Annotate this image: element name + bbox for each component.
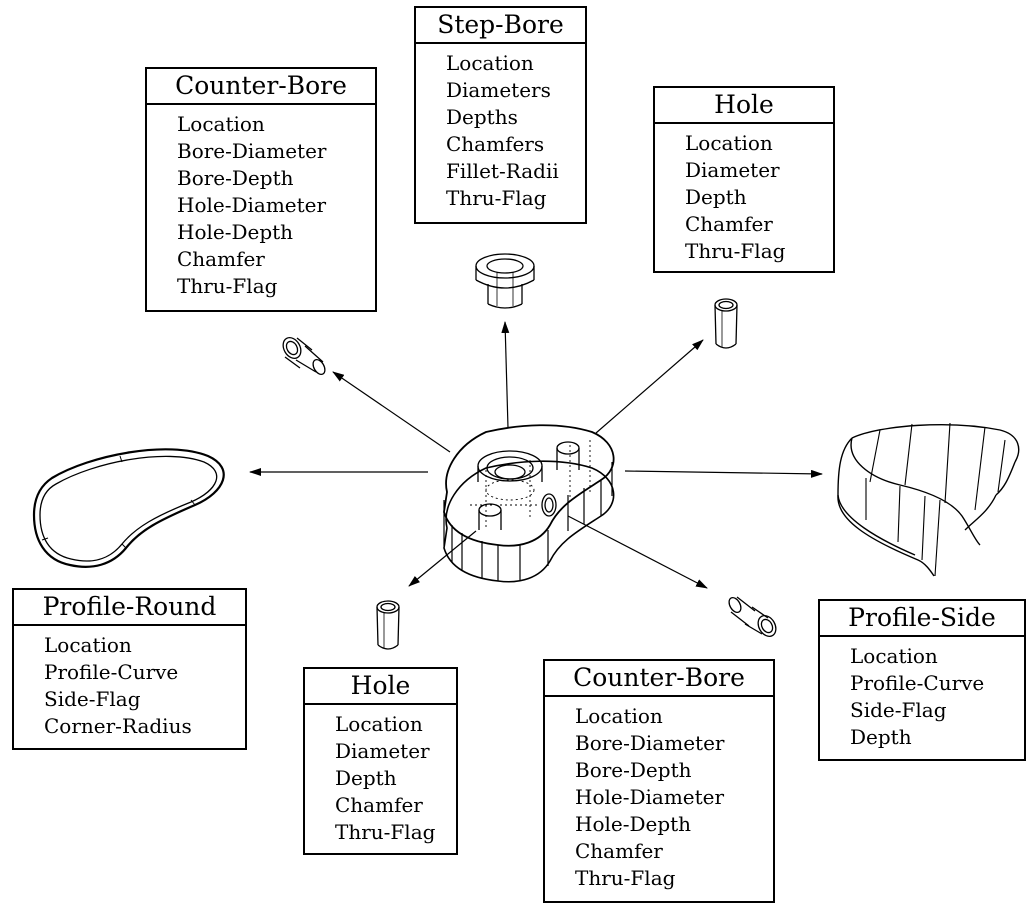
- step-bore-title: Step-Bore: [416, 8, 585, 44]
- arrow-to-step-bore: [501, 321, 510, 429]
- part-hole-top: [556, 441, 580, 470]
- attribute-item: Thru-Flag: [575, 866, 676, 890]
- counter-bore-bottom-solid: [728, 596, 777, 637]
- attribute-item: Location: [850, 644, 938, 668]
- step-bore-attributes: Location Diameters Depths Chamfers Fille…: [416, 44, 585, 216]
- step-bore-box: Step-Bore Location Diameters Depths Cham…: [414, 6, 587, 224]
- attribute-item: Hole-Diameter: [177, 193, 327, 217]
- arrow-to-hole-bottom: [408, 530, 477, 587]
- hole-top-title: Hole: [655, 88, 833, 124]
- part-hole-bottom: [478, 503, 502, 530]
- arrow-to-counter-bore-bottom: [567, 515, 708, 589]
- attribute-item: Location: [44, 633, 132, 657]
- attribute-item: Diameter: [685, 158, 780, 182]
- attribute-item: Hole-Depth: [575, 812, 692, 836]
- attribute-item: Depth: [685, 185, 747, 209]
- profile-side-attributes: Location Profile-Curve Side-Flag Depth: [820, 637, 1024, 755]
- attribute-item: Side-Flag: [44, 687, 141, 711]
- attribute-item: Depth: [335, 766, 397, 790]
- arrow-to-hole-top: [595, 339, 704, 434]
- profile-side-solid: [837, 422, 1020, 577]
- arrow-to-profile-side: [624, 469, 823, 478]
- attribute-item: Thru-Flag: [177, 274, 278, 298]
- attribute-item: Diameters: [446, 78, 551, 102]
- hole-top-box: Hole Location Diameter Depth Chamfer Thr…: [653, 86, 835, 273]
- hole-bottom-box: Hole Location Diameter Depth Chamfer Thr…: [303, 667, 458, 855]
- hole-bottom-attributes: Location Diameter Depth Chamfer Thru-Fla…: [305, 705, 456, 850]
- attribute-item: Chamfer: [335, 793, 423, 817]
- hole-top-attributes: Location Diameter Depth Chamfer Thru-Fla…: [655, 124, 833, 269]
- part-bottom-outline: [443, 460, 615, 583]
- counter-bore-top-box: Counter-Bore Location Bore-Diameter Bore…: [145, 67, 377, 312]
- hole-bottom-title: Hole: [305, 669, 456, 705]
- attribute-item: Bore-Depth: [177, 166, 294, 190]
- profile-round-solid: [32, 448, 225, 568]
- attribute-item: Thru-Flag: [685, 239, 786, 263]
- attribute-item: Bore-Depth: [575, 758, 692, 782]
- counter-bore-top-solid: [282, 337, 326, 376]
- attribute-item: Location: [685, 131, 773, 155]
- attribute-item: Location: [575, 704, 663, 728]
- attribute-item: Profile-Curve: [44, 660, 179, 684]
- attribute-item: Bore-Diameter: [177, 139, 327, 163]
- part-hidden-lines: [470, 440, 591, 530]
- profile-round-box: Profile-Round Location Profile-Curve Sid…: [12, 588, 247, 750]
- profile-side-box: Profile-Side Location Profile-Curve Side…: [818, 599, 1026, 761]
- step-bore-solid: [475, 253, 535, 309]
- part-side-edges: [443, 462, 613, 581]
- attribute-item: Location: [335, 712, 423, 736]
- attribute-item: Profile-Curve: [850, 671, 985, 695]
- attribute-item: Diameter: [335, 739, 430, 763]
- part-model: [443, 424, 615, 583]
- attribute-item: Thru-Flag: [446, 186, 547, 210]
- counter-bore-bottom-attributes: Location Bore-Diameter Bore-Depth Hole-D…: [545, 697, 773, 896]
- attribute-item: Side-Flag: [850, 698, 947, 722]
- counter-bore-bottom-box: Counter-Bore Location Bore-Diameter Bore…: [543, 659, 775, 903]
- arrow-to-counter-bore-top: [332, 371, 451, 453]
- profile-round-title: Profile-Round: [14, 590, 245, 626]
- arrows: [249, 321, 823, 589]
- attribute-item: Hole-Depth: [177, 220, 294, 244]
- profile-round-attributes: Location Profile-Curve Side-Flag Corner-…: [14, 626, 245, 744]
- attribute-item: Chamfer: [575, 839, 663, 863]
- attribute-item: Depth: [850, 725, 912, 749]
- counter-bore-bottom-title: Counter-Bore: [545, 661, 773, 697]
- profile-side-title: Profile-Side: [820, 601, 1024, 637]
- counter-bore-top-title: Counter-Bore: [147, 69, 375, 105]
- attribute-item: Thru-Flag: [335, 820, 436, 844]
- attribute-item: Hole-Diameter: [575, 785, 725, 809]
- attribute-item: Chamfers: [446, 132, 545, 156]
- attribute-item: Chamfer: [177, 247, 265, 271]
- hole-bottom-solid: [376, 600, 400, 650]
- hole-top-solid: [714, 298, 738, 349]
- part-side-counter-bore: [541, 493, 557, 517]
- attribute-item: Location: [446, 51, 534, 75]
- attribute-item: Bore-Diameter: [575, 731, 725, 755]
- attribute-item: Fillet-Radii: [446, 159, 559, 183]
- attribute-item: Chamfer: [685, 212, 773, 236]
- part-top-outline: [443, 424, 615, 547]
- attribute-item: Corner-Radius: [44, 714, 192, 738]
- part-step-bore: [477, 450, 543, 482]
- attribute-item: Location: [177, 112, 265, 136]
- attribute-item: Depths: [446, 105, 518, 129]
- counter-bore-top-attributes: Location Bore-Diameter Bore-Depth Hole-D…: [147, 105, 375, 304]
